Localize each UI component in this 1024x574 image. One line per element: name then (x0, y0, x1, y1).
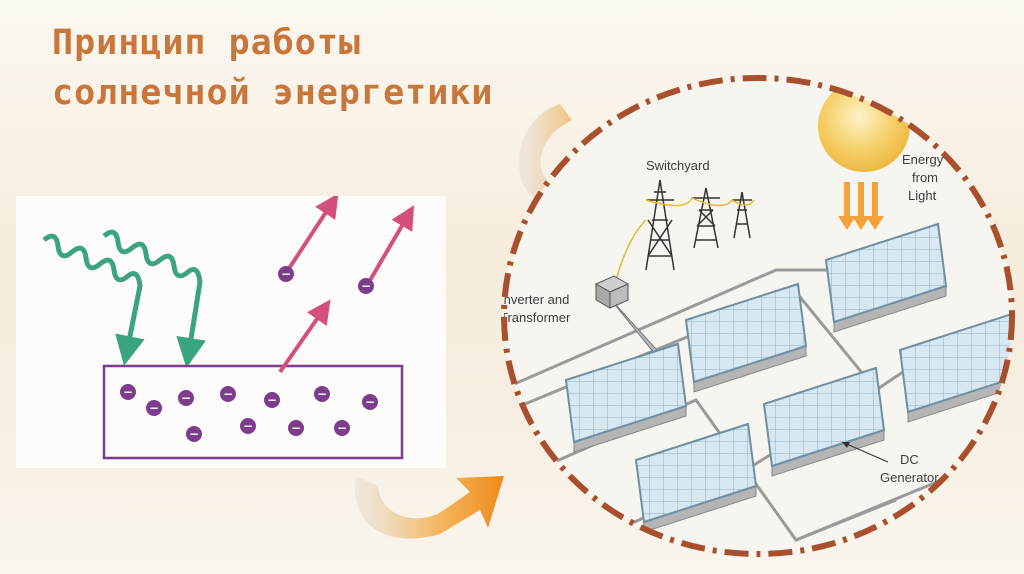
energy-label-2: from (912, 170, 938, 185)
inverter-box-icon (594, 275, 630, 309)
svg-text:−: − (223, 387, 233, 401)
inverter-label-1: Inverter and (500, 292, 569, 307)
electron-icon: − (120, 384, 136, 400)
electron-icon: − (314, 386, 330, 402)
switchyard-label: Switchyard (646, 158, 710, 173)
dc-label-1: DC (900, 452, 919, 467)
energy-label-1: Energy (902, 152, 944, 167)
photoelectric-diagram: −−−−−−−−−−−−− (42, 196, 415, 460)
electrons: −−−−−−−−−−−−− (120, 266, 378, 442)
electron-icon: − (240, 418, 256, 434)
electron-icon: − (186, 426, 202, 442)
electron-icon: − (334, 420, 350, 436)
svg-text:−: − (365, 395, 375, 409)
svg-text:−: − (149, 401, 159, 415)
solar-panel (762, 366, 886, 477)
title-line-2: солнечной энергетики (52, 73, 494, 113)
svg-text:−: − (337, 421, 347, 435)
svg-text:−: − (291, 421, 301, 435)
inverter-label-2: Transformer (500, 310, 571, 325)
solar-panel (824, 222, 948, 333)
dc-label-2: Generator (880, 470, 939, 485)
svg-text:−: − (181, 391, 191, 405)
circle-border (501, 75, 1015, 557)
solar-panel (898, 312, 1012, 423)
svg-text:−: − (317, 387, 327, 401)
electron-icon: − (278, 266, 294, 282)
electron-icon: − (178, 390, 194, 406)
svg-text:−: − (361, 279, 371, 293)
dc-pointer-line (841, 441, 889, 463)
solar-plant-diagram: Switchyard Energy from Light Inverter an… (500, 75, 1015, 557)
svg-text:−: − (281, 267, 291, 281)
svg-text:−: − (243, 419, 253, 433)
electron-icon: − (288, 420, 304, 436)
light-rays (838, 182, 884, 230)
switchyard-towers (645, 179, 752, 271)
electron-icon: − (358, 278, 374, 294)
solar-panel (684, 282, 808, 393)
solar-panel (564, 342, 688, 453)
title-line-1: Принцип работы (52, 23, 362, 63)
solar-plant-circle: Switchyard Energy from Light Inverter an… (496, 70, 1016, 566)
page-title: Принцип работы солнечной энергетики (52, 18, 493, 118)
metal-plate (102, 364, 404, 460)
ejected-electron-arrows (278, 196, 415, 374)
svg-text:−: − (267, 393, 277, 407)
electron-icon: − (220, 386, 236, 402)
sun-icon (818, 80, 910, 172)
solar-panels (564, 222, 1012, 533)
light-wave-2 (102, 229, 206, 368)
light-wave-1 (42, 233, 145, 366)
photoelectric-panel: −−−−−−−−−−−−− (16, 196, 446, 468)
svg-text:−: − (123, 385, 133, 399)
electron-icon: − (264, 392, 280, 408)
lower-pointer-arrow (355, 476, 504, 539)
svg-text:−: − (189, 427, 199, 441)
electron-icon: − (362, 394, 378, 410)
electron-icon: − (146, 400, 162, 416)
energy-label-3: Light (908, 188, 937, 203)
power-lines (645, 197, 755, 207)
